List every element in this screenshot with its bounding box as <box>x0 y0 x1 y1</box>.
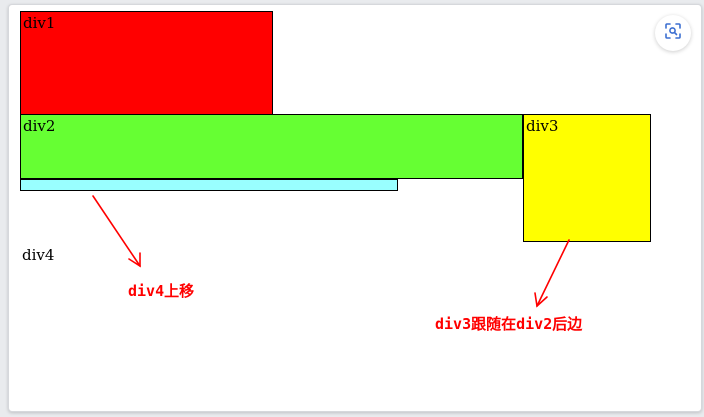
div4-label: div4 <box>22 246 55 264</box>
div4-arrow <box>92 195 141 267</box>
div1-label: div1 <box>23 14 56 32</box>
image-search-button[interactable] <box>655 15 691 51</box>
div3-annotation: div3跟随在div2后边 <box>435 315 583 333</box>
div3-label: div3 <box>526 117 559 135</box>
div4-annotation: div4上移 <box>128 282 195 300</box>
div3-arrowhead <box>534 292 548 308</box>
div4-box <box>20 179 398 191</box>
div3-arrow <box>536 239 570 307</box>
div4-arrowhead <box>128 252 141 268</box>
div3-box: div3 <box>523 114 651 242</box>
div1-box: div1 <box>20 11 273 115</box>
div2-box: div2 <box>20 114 523 179</box>
div2-label: div2 <box>23 117 56 135</box>
scan-image-icon <box>663 21 683 45</box>
